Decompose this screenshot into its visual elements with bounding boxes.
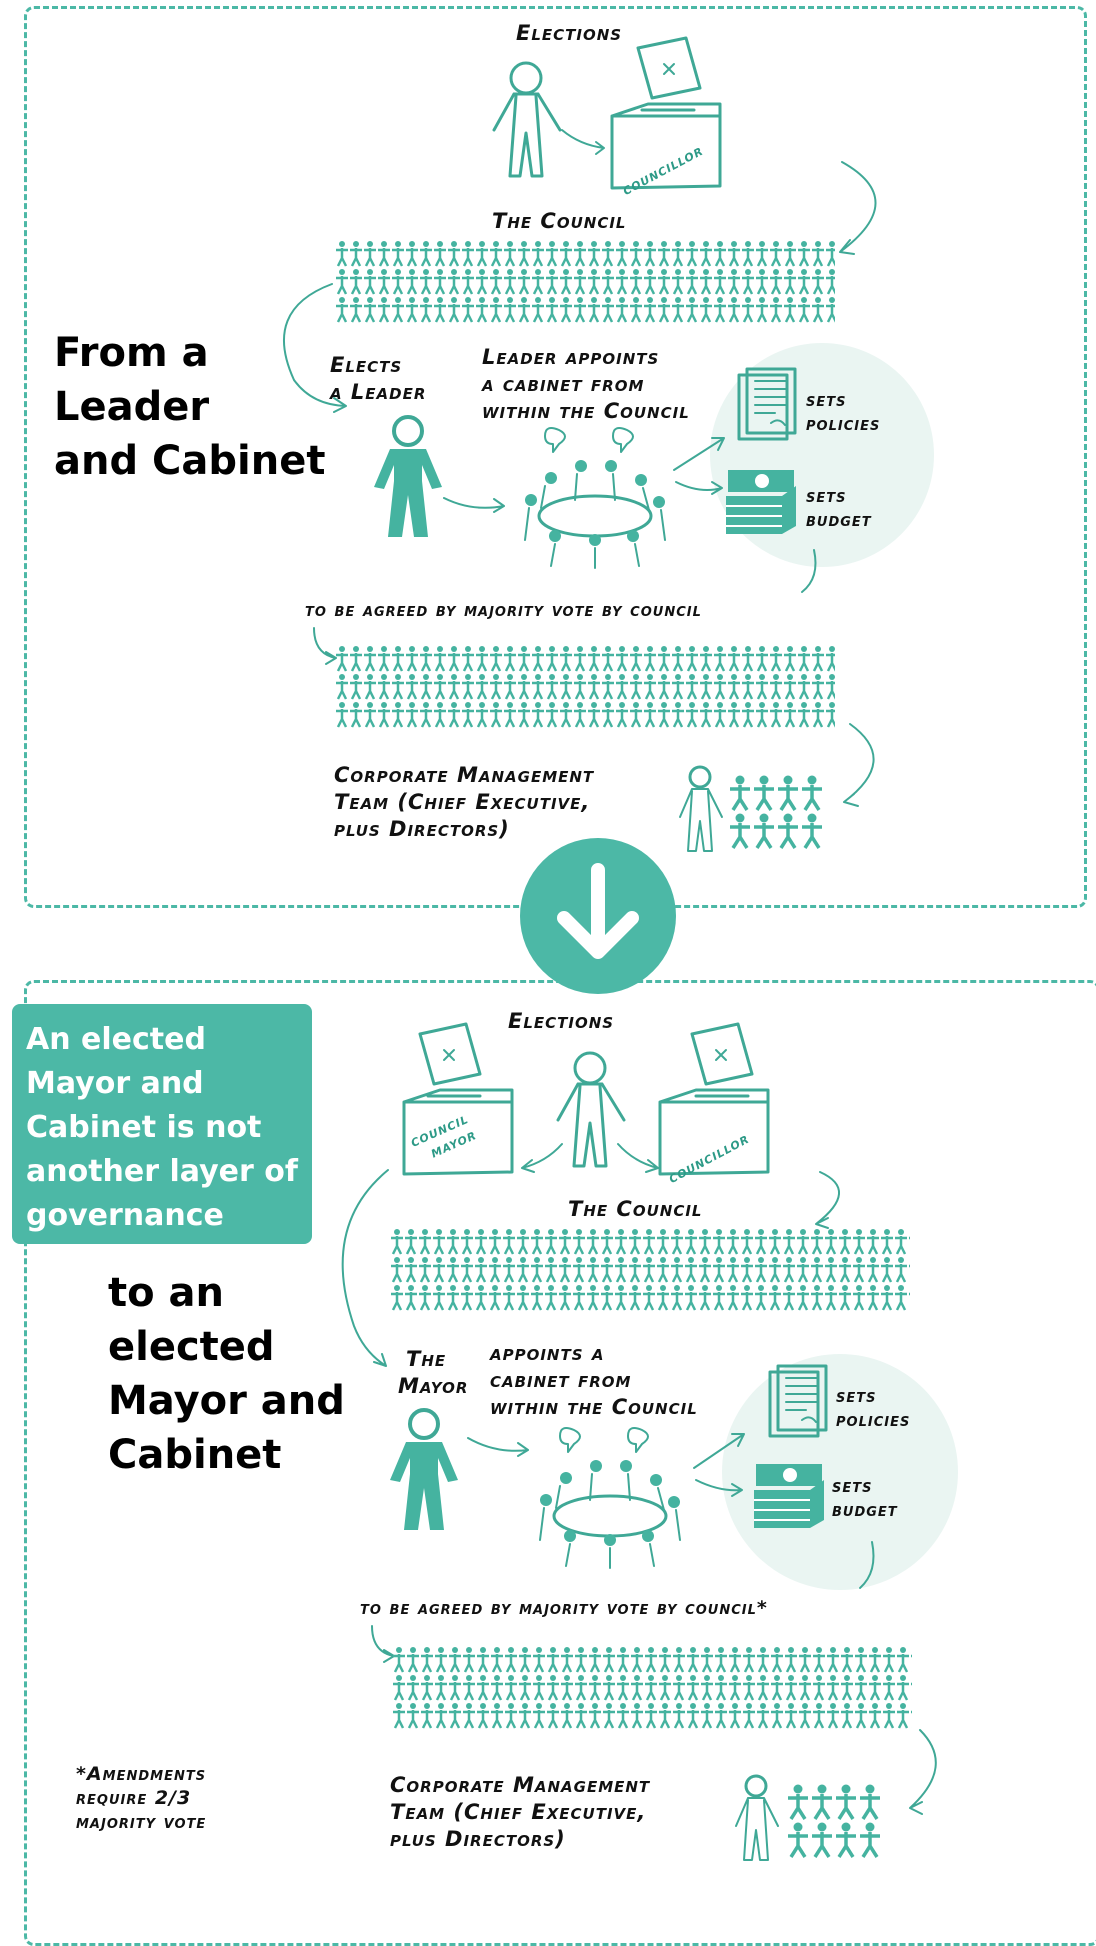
flow-arrow: [859, 1541, 875, 1589]
cabinet-table-icon: [539, 1427, 681, 1569]
cabinet-table-icon: [524, 427, 666, 569]
appoints-label: appoints a cabinet from within the Counc…: [490, 1341, 698, 1419]
chief-executive-icon: [679, 765, 723, 852]
policy-document-icon: [737, 367, 797, 441]
bottom-cmt-label: Corporate Management Team (Chief Executi…: [390, 1773, 651, 1851]
down-arrow-circle-icon: [520, 838, 676, 994]
voter-figure-icon: [556, 1051, 626, 1168]
top-vote-caption: to be agreed by majority vote by council: [305, 599, 702, 621]
flow-arrow: [815, 1171, 840, 1229]
top-cmt-label: Corporate Management Team (Chief Executi…: [334, 763, 595, 841]
flow-arrow: [843, 723, 875, 807]
flow-arrow: [673, 437, 725, 495]
money-stack-icon: [726, 470, 796, 534]
bottom-sets-policies: sets policies: [836, 1385, 911, 1431]
flow-arrow: [443, 497, 505, 513]
council-crowd: [390, 1228, 910, 1312]
flow-arrow: [283, 283, 347, 413]
top-elections-label: Elections: [516, 21, 623, 45]
flow-arrow: [617, 1143, 659, 1173]
flow-arrow: [801, 549, 817, 593]
outcomes-bubble: [722, 1354, 958, 1590]
directors-group-icon: [786, 1784, 882, 1860]
top-sets-budget: sets budget: [806, 485, 872, 531]
top-council-title: The Council: [492, 209, 627, 233]
mayor-figure-icon: [390, 1408, 458, 1530]
ballot-box-icon: [610, 36, 722, 190]
top-sets-policies: sets policies: [806, 389, 881, 435]
elects-leader-label: Elects a Leader: [330, 353, 427, 404]
the-mayor-label: The Mayor: [398, 1347, 469, 1398]
flow-arrow: [467, 1437, 529, 1457]
bottom-council-title: The Council: [568, 1197, 703, 1221]
policy-document-icon: [768, 1364, 828, 1438]
flow-arrow: [561, 129, 605, 155]
footnote: *Amendments require 2/3 majority vote: [76, 1763, 207, 1833]
flow-arrow: [341, 1169, 389, 1367]
leader-figure-icon: [374, 415, 442, 537]
voting-council-crowd: [392, 1646, 912, 1730]
ballot-box-icon: [658, 1022, 770, 1176]
top-headline: From a Leader and Cabinet: [54, 330, 326, 484]
flow-arrow: [521, 1143, 563, 1173]
voter-figure-icon: [492, 61, 562, 178]
flow-arrow: [839, 161, 877, 255]
callout-box: An elected Mayor and Cabinet is not anot…: [12, 1004, 312, 1244]
leader-appoints-label: Leader appoints a cabinet from within th…: [482, 345, 690, 423]
bottom-vote-caption: to be agreed by majority vote by council…: [360, 1597, 768, 1619]
bottom-headline: to an elected Mayor and Cabinet: [108, 1270, 345, 1478]
bottom-elections-label: Elections: [508, 1009, 615, 1033]
chief-executive-icon: [735, 1774, 779, 1861]
money-stack-icon: [754, 1464, 824, 1528]
ballot-box-icon: [402, 1022, 514, 1176]
flow-arrow: [693, 1433, 745, 1497]
bottom-sets-budget: sets budget: [832, 1475, 898, 1521]
voting-council-crowd: [335, 645, 835, 729]
directors-group-icon: [728, 775, 824, 851]
flow-arrow: [909, 1729, 937, 1815]
council-crowd: [335, 240, 835, 324]
